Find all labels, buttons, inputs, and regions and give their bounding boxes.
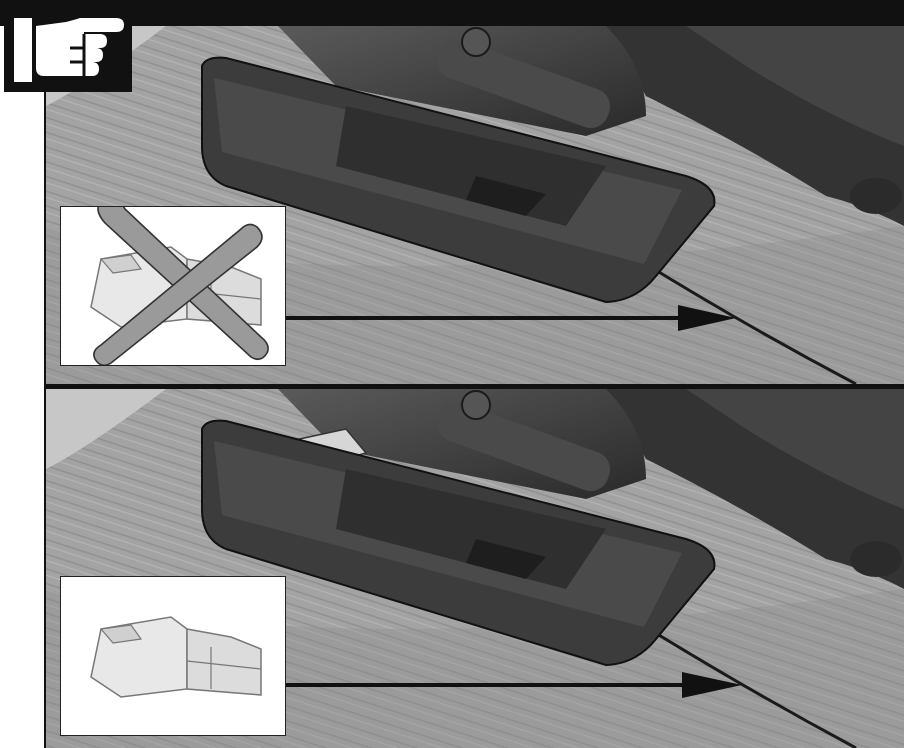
pointing-hand-icon [4, 4, 132, 92]
cross-icon [93, 207, 269, 365]
splinter-guard-icon [90, 616, 262, 698]
panel-divider [46, 384, 904, 389]
arrow-right-icon [286, 672, 742, 698]
jigsaw-scene-incorrect [46, 26, 904, 384]
panel-incorrect [46, 26, 904, 384]
inset-splinter-guard-incorrect [60, 206, 286, 366]
left-rule [44, 92, 46, 748]
inset-splinter-guard-correct [60, 576, 286, 736]
arrow-right-icon [286, 305, 736, 331]
top-bar [0, 0, 904, 26]
